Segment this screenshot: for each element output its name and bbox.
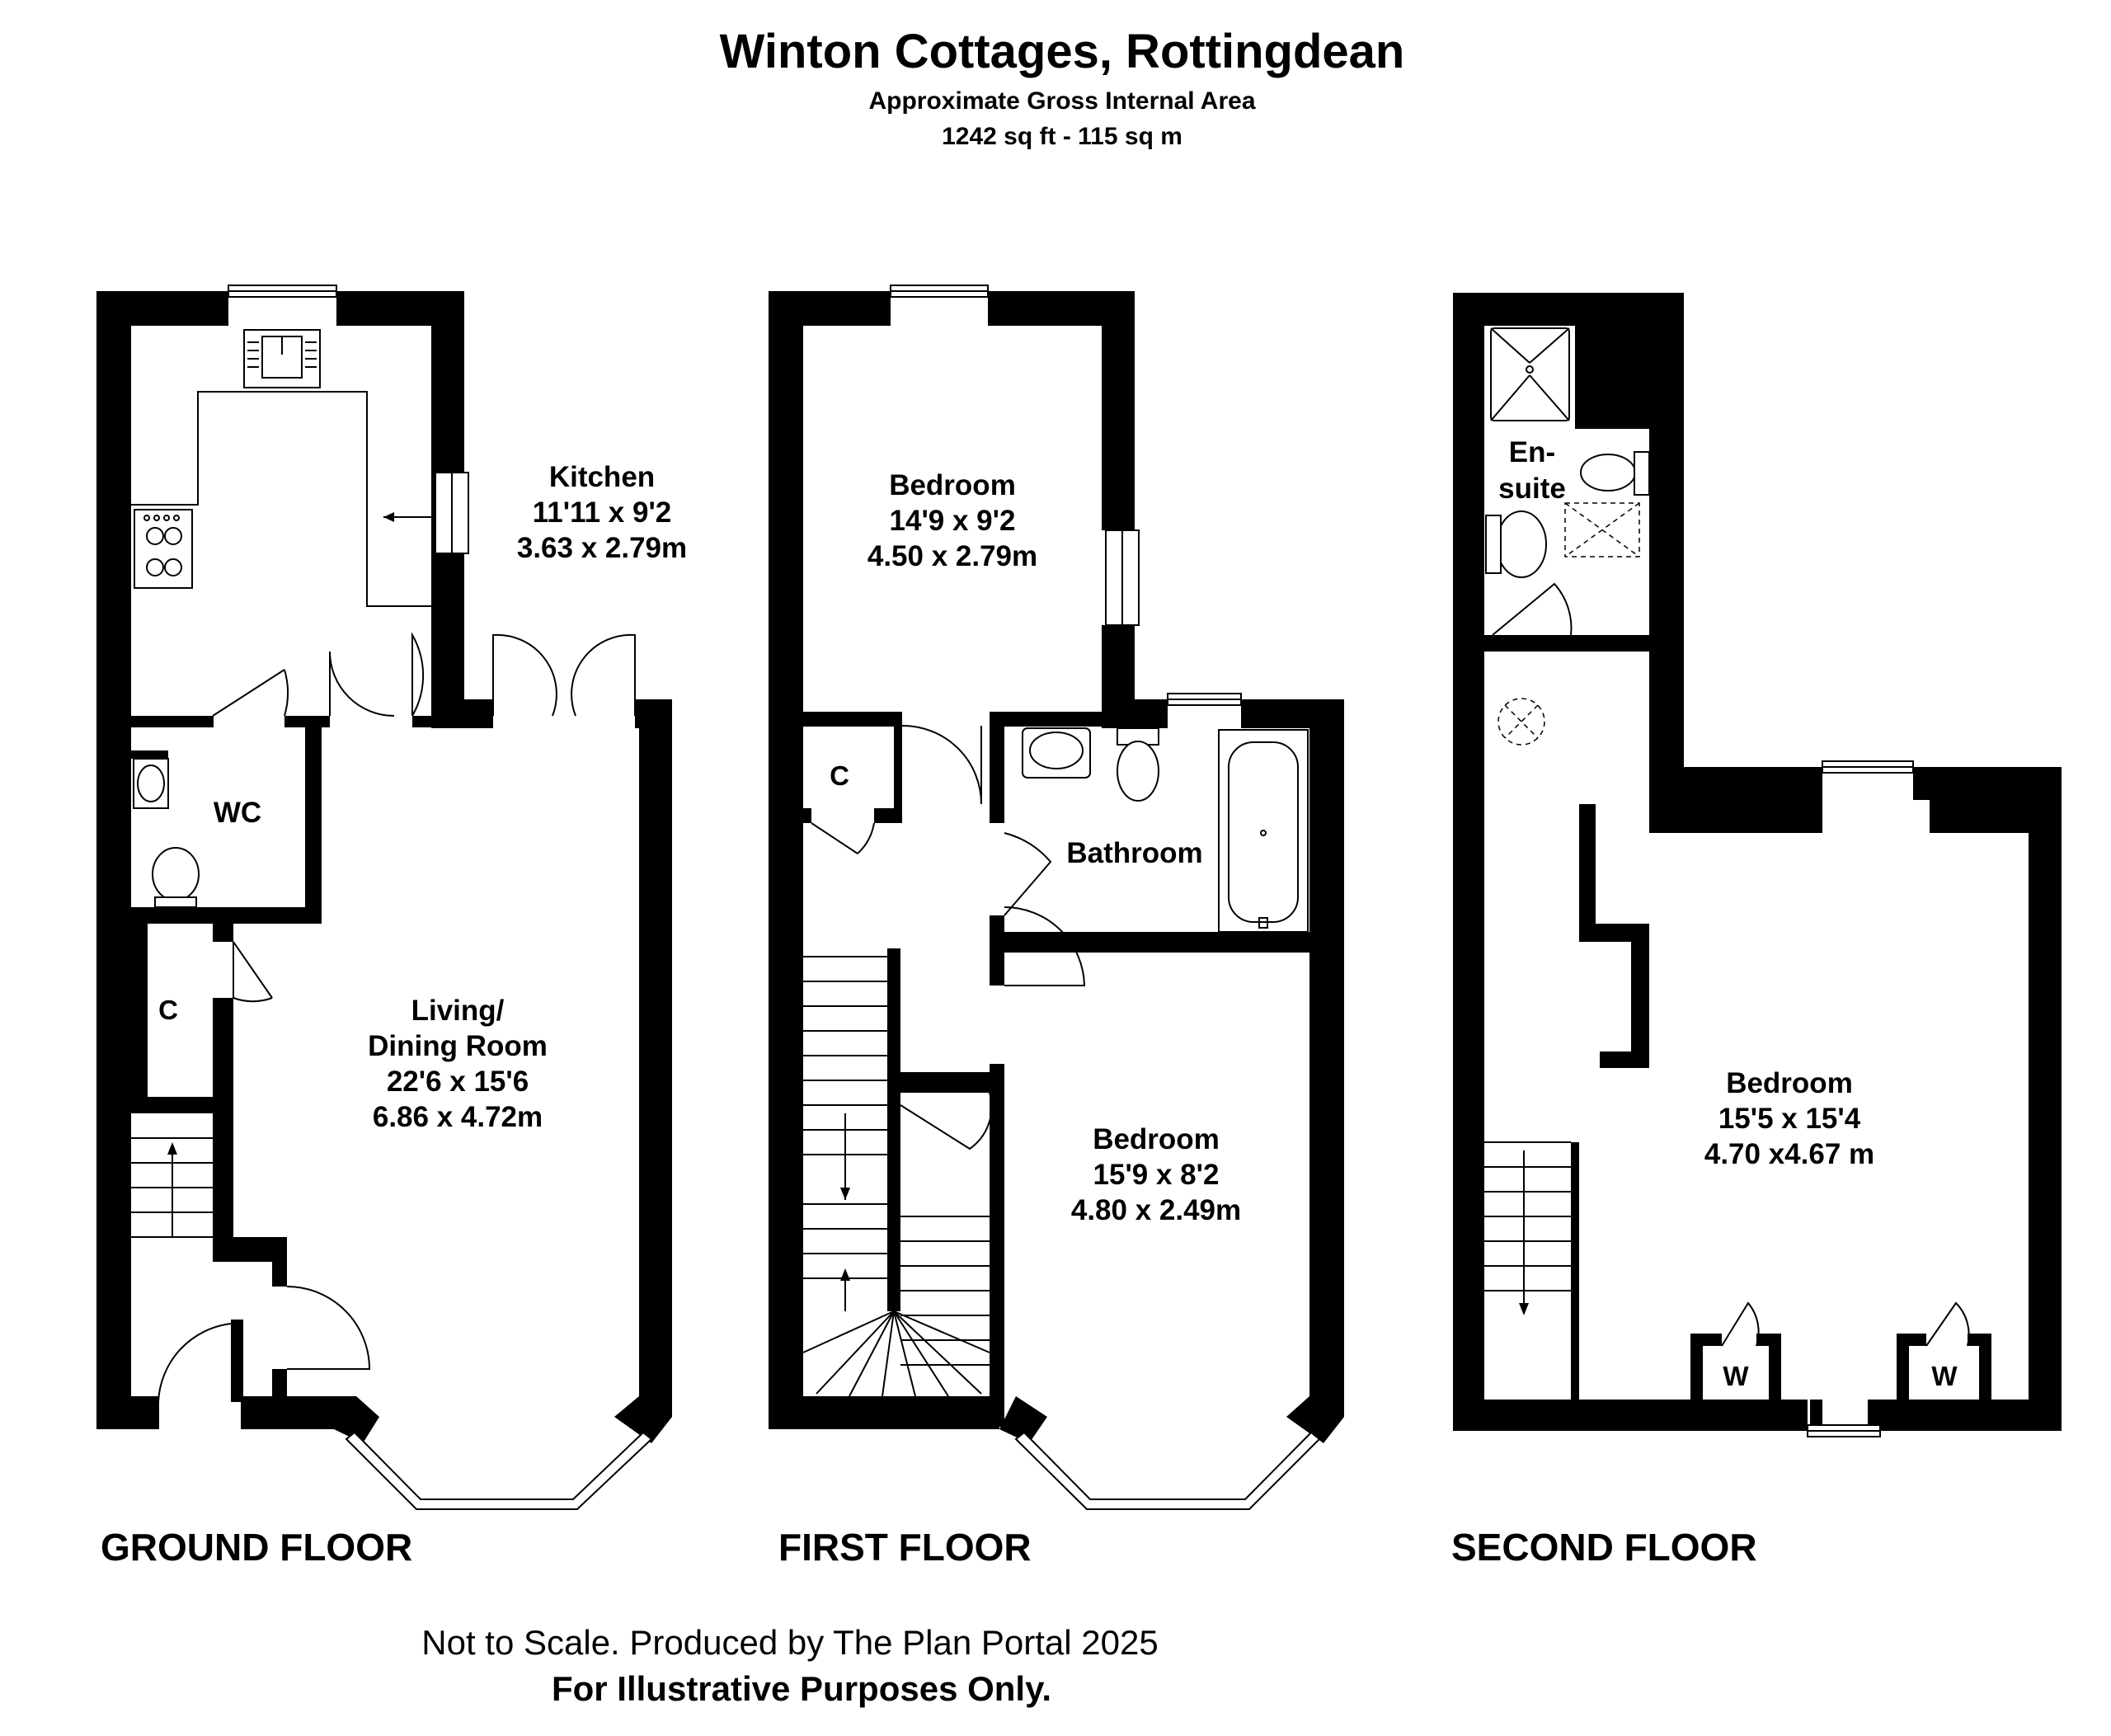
bathroom-label: Bathroom [1066,837,1202,869]
footer-disclaimer: Not to Scale. Produced by The Plan Porta… [421,1623,1158,1662]
first-stairs [802,956,990,1397]
second-stairs [1484,1141,1579,1400]
bedroom-front-name: Bedroom [1093,1123,1220,1155]
cupboard-label-ground: C [158,995,178,1025]
kitchen-imperial: 11'11 x 9'2 [533,496,672,529]
kitchen-name: Kitchen [549,461,655,493]
bedroom-front-metric: 4.80 x 2.49m [1071,1194,1241,1226]
first-floor-plan [769,285,1344,1510]
area-caption: Approximate Gross Internal Area [868,87,1255,115]
wardrobe-right-label: W [1931,1361,1958,1391]
bedroom-rear-metric: 4.50 x 2.79m [867,540,1037,572]
living-name-line2: Dining Room [368,1030,548,1062]
first-floor-label: FIRST FLOOR [778,1526,1032,1569]
bedroom-second-metric: 4.70 x4.67 m [1704,1138,1874,1170]
plan-title: Winton Cottages, Rottingdean [720,25,1405,78]
wc-label: WC [214,797,261,829]
living-dining-label: Living/ Dining Room 22'6 x 15'6 6.86 x 4… [368,995,548,1133]
living-imperial: 22'6 x 15'6 [387,1066,529,1098]
footer-illustrative: For Illustrative Purposes Only. [552,1669,1051,1708]
living-name-line1: Living/ [411,995,505,1027]
second-floor-plan [1453,293,2062,1437]
cupboard-label-first: C [830,760,849,791]
bedroom-front-label: Bedroom 15'9 x 8'2 4.80 x 2.49m [1071,1123,1241,1226]
area-value: 1242 sq ft - 115 sq m [942,123,1182,150]
living-metric: 6.86 x 4.72m [373,1101,543,1133]
ensuite-name-line1: En- [1509,436,1555,468]
bedroom-front-imperial: 15'9 x 8'2 [1093,1159,1220,1191]
bedroom-rear-label: Bedroom 14'9 x 9'2 4.50 x 2.79m [867,469,1037,572]
bedroom-rear-name: Bedroom [889,469,1016,501]
ensuite-label: En- suite [1498,436,1566,505]
ground-floor-plan [96,285,672,1510]
bedroom-second-name: Bedroom [1726,1067,1853,1099]
ground-floor-label: GROUND FLOOR [101,1526,412,1569]
wardrobe-left-label: W [1723,1361,1749,1391]
bedroom-second-label: Bedroom 15'5 x 15'4 4.70 x4.67 m [1704,1067,1874,1170]
ensuite-name-line2: suite [1498,473,1566,505]
kitchen-metric: 3.63 x 2.79m [517,532,687,564]
bedroom-second-imperial: 15'5 x 15'4 [1718,1103,1861,1135]
kitchen-label: Kitchen 11'11 x 9'2 3.63 x 2.79m [517,461,687,564]
ground-stairs [131,1137,213,1238]
bedroom-rear-imperial: 14'9 x 9'2 [890,505,1016,537]
second-floor-label: SECOND FLOOR [1451,1526,1757,1569]
